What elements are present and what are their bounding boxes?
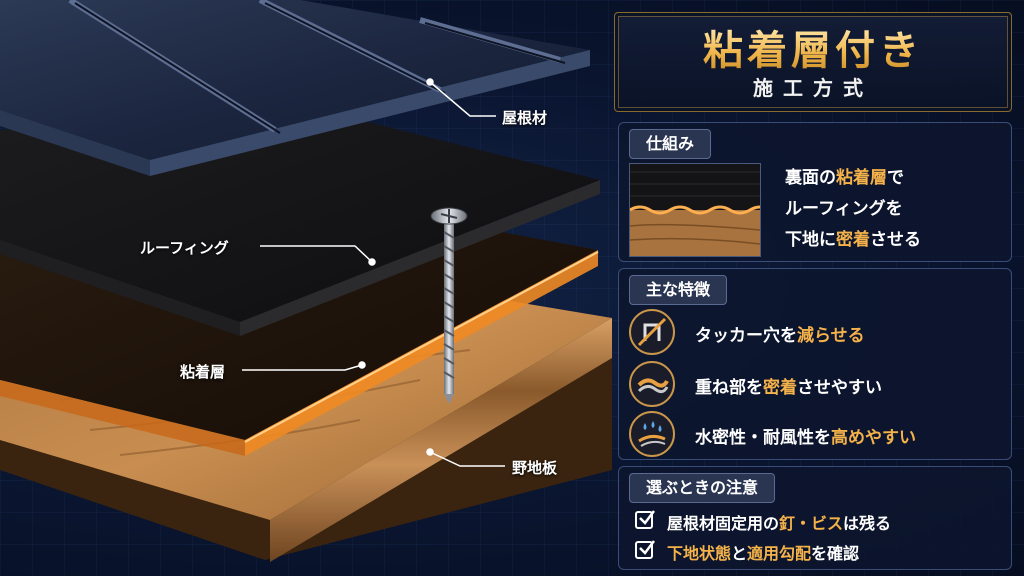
feature-2-a: 水密性・耐風性を [695,428,831,448]
screw [430,207,468,404]
mechanism-tag: 仕組み [629,129,712,159]
feature-item: タッカー穴を減らせる [629,309,999,357]
features-panel: 主な特徴 タッカー穴を減らせる 重ね部を密着させやすい [618,268,1012,460]
overlap-icon [629,361,675,407]
callout-adhesive-label: 粘着層 [180,363,226,381]
caution-text-2: 下地状態と適用勾配を確認 [667,540,859,564]
caution-text-1: 屋根材固定用の釘・ビスは残る [667,510,891,534]
feature-item: 水密性・耐風性を高めやすい [629,411,999,459]
caution-item: 屋根材固定用の釘・ビスは残る [635,509,1005,533]
mechanism-line2: ルーフィングを [785,199,903,219]
checkbox-icon [635,510,655,529]
callout-dot-roof [426,78,434,86]
callout-line-sheathing [429,451,505,467]
mechanism-text: 裏面の粘着層で ルーフィングを 下地に密着させる [785,163,921,256]
caution-1-c: は残る [843,514,892,533]
mechanism-line1-b: 粘着層 [836,168,887,188]
callout-line-roofing [260,245,373,263]
mechanism-line3-b: 密着 [836,230,870,250]
feature-2-b: 高めやすい [831,428,916,448]
callout-line-roof [429,81,496,117]
caution-2-c: 適用勾配 [747,544,812,563]
caution-2-d: を確認 [811,544,860,563]
title-box: 粘着層付き 施工方式 [614,12,1012,112]
callout-dot-adhesive [358,361,366,369]
checkbox-icon [635,540,655,559]
page-title: 粘着層付き [615,27,1011,75]
feature-text: タッカー穴を減らせる [695,321,865,346]
water-drop-icon [629,411,675,457]
mechanism-line1-a: 裏面の [785,168,836,188]
caution-2-a: 下地状態 [667,544,732,563]
cross-section-thumbnail [629,163,761,257]
caution-2-b: と [731,544,748,563]
callout-dot-sheathing [426,448,434,456]
feature-1-a: 重ね部を [695,378,763,398]
feature-0-a: タッカー穴を [695,326,797,346]
roof-panel [0,0,590,176]
callout-roofing-label: ルーフィング [140,239,229,257]
feature-1-c: させやすい [797,378,882,398]
feature-text: 水密性・耐風性を高めやすい [695,423,916,448]
page-subtitle: 施工方式 [753,76,873,100]
mechanism-panel: 仕組み 裏面の粘着層で ルーフィングを 下地に密着させる [618,122,1012,262]
caution-item: 下地状態と適用勾配を確認 [635,539,1005,563]
staple-icon [629,309,675,355]
cautions-tag: 選ぶときの注意 [629,473,776,503]
callout-line-adhesive [242,364,363,371]
layer-illustration [0,0,612,562]
mechanism-line1-c: で [887,168,904,188]
caution-1-a: 屋根材固定用の [667,514,780,533]
mechanism-line3-a: 下地に [785,230,836,250]
feature-item: 重ね部を密着させやすい [629,361,999,409]
feature-text: 重ね部を密着させやすい [695,373,882,398]
callout-roof-label: 屋根材 [502,109,548,127]
feature-1-b: 密着 [763,378,797,398]
caution-1-b: 釘・ビス [779,514,844,533]
cautions-panel: 選ぶときの注意 屋根材固定用の釘・ビスは残る 下地状態と適用勾配を確認 [618,466,1012,570]
callout-sheathing-label: 野地板 [512,459,558,477]
feature-0-b: 減らせる [797,326,865,346]
features-tag: 主な特徴 [629,275,728,305]
mechanism-line3-c: させる [870,230,921,250]
callout-dot-roofing [368,258,376,266]
